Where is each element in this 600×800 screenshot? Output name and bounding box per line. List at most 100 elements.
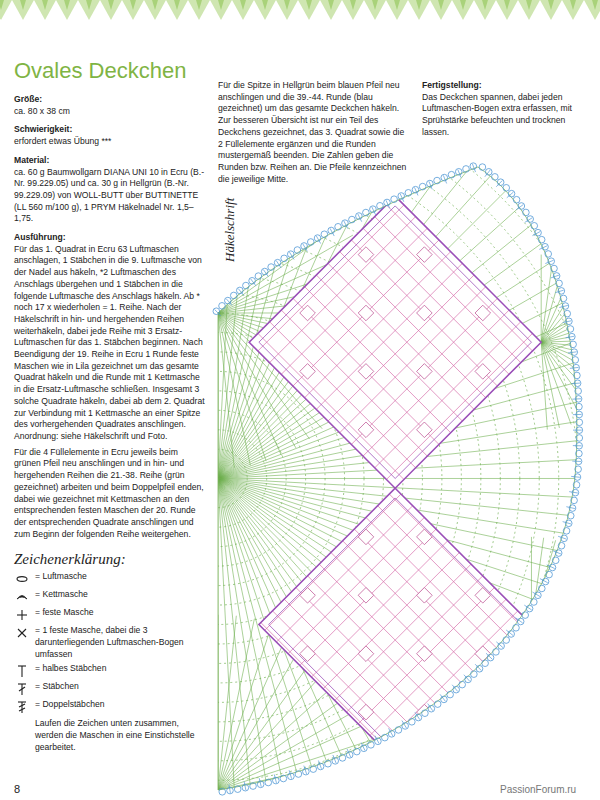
border-leaf <box>0 0 4 10</box>
symbol-stroke <box>19 704 25 707</box>
mesh-hole <box>358 529 374 545</box>
fan-line <box>531 625 600 634</box>
border-leaf <box>386 0 408 20</box>
edging-stitch <box>571 383 580 385</box>
grid-line <box>267 496 540 769</box>
fan-line <box>218 478 240 800</box>
border-leaf <box>592 0 598 10</box>
fan-line <box>541 293 600 342</box>
stitch-symbol <box>14 572 30 586</box>
edging-loop <box>219 303 226 310</box>
edging-stitch <box>475 664 481 670</box>
edging-stitch <box>215 309 221 315</box>
edging-stitch <box>400 194 404 202</box>
fan-line <box>218 313 234 468</box>
stitch-symbol <box>14 700 30 714</box>
legend-text: = halbes Stäbchen <box>35 663 206 675</box>
edging-stitch <box>563 522 571 524</box>
symbol-stroke <box>18 629 26 637</box>
grid-line <box>313 132 600 424</box>
border-leaf <box>108 0 114 10</box>
grid-line <box>348 97 600 389</box>
legend-row: = Stäbchen <box>14 681 206 696</box>
border-leaf <box>562 0 584 20</box>
grid-line <box>197 249 489 541</box>
edging-loop <box>482 660 489 667</box>
fan-line <box>531 625 537 712</box>
grid-line <box>325 554 598 800</box>
edging-stitch <box>330 228 334 236</box>
border-leaf <box>174 0 180 10</box>
fan-line <box>218 790 219 800</box>
edging-loop <box>574 372 581 379</box>
blue-edging <box>213 163 583 795</box>
edging-loop <box>545 251 552 258</box>
grid-line <box>267 179 559 471</box>
grid-line <box>243 190 535 482</box>
edging-stitch <box>569 492 578 493</box>
grid-line <box>360 307 600 599</box>
edging-loop <box>349 216 356 223</box>
grid-line <box>298 449 571 722</box>
fan-line <box>531 586 600 624</box>
edging-loop <box>353 748 360 755</box>
edging-stitch <box>289 770 291 778</box>
border-leaf <box>364 0 386 20</box>
grid-line <box>337 566 600 800</box>
fan-round <box>0 138 559 800</box>
border-leaf <box>144 0 166 20</box>
fan-line <box>531 544 567 624</box>
grid-line <box>380 368 600 641</box>
border-leaf <box>430 0 452 20</box>
symbol-stroke <box>17 577 27 582</box>
edging-loop <box>307 239 314 246</box>
body-text: Das Deckchen spannen, dabei jeden Luftma… <box>422 92 592 139</box>
stitch-symbol <box>14 608 30 622</box>
legend-row: = Luftmasche <box>14 571 206 586</box>
border-leaf <box>570 0 576 10</box>
grid-line <box>185 414 458 687</box>
fan-line <box>218 736 385 790</box>
border-leaf <box>218 0 224 10</box>
legend-text: = feste Masche <box>35 607 206 619</box>
border-leaf <box>34 0 56 20</box>
edging-loop <box>295 771 302 778</box>
legend-heading: Zeichenerklärung: <box>14 550 206 568</box>
grid-line <box>372 319 600 611</box>
edging-stitch <box>304 766 307 774</box>
edging-stitch <box>485 170 490 177</box>
edging-stitch <box>415 712 420 719</box>
fan-line <box>218 790 272 800</box>
edging-stitch <box>274 774 276 782</box>
edging-stitch <box>506 630 513 635</box>
mesh-hole <box>475 646 491 662</box>
edging-loop <box>382 734 389 741</box>
symbol-stroke <box>17 615 27 616</box>
fan-line <box>531 625 561 707</box>
edging-loop <box>234 786 241 793</box>
stitch-symbol <box>14 682 30 696</box>
legend-row: = feste Masche <box>14 607 206 622</box>
edge-guide <box>218 167 577 790</box>
grid-line <box>348 578 600 800</box>
fan-line <box>218 754 389 790</box>
grid-line <box>150 379 423 652</box>
edging-stitch <box>263 270 268 277</box>
grid-line <box>290 519 563 792</box>
fan-line <box>541 255 542 343</box>
grid-line <box>216 531 489 800</box>
grid-line <box>313 260 600 552</box>
edging-loop <box>552 557 559 564</box>
edging-loop <box>448 171 455 178</box>
grid-line <box>255 484 528 757</box>
mesh-hole <box>358 247 374 263</box>
edging-stitch <box>361 743 365 751</box>
fan-round <box>0 79 600 800</box>
mesh-hole <box>358 364 374 380</box>
border-leaf <box>86 0 92 10</box>
section-heading: Material: <box>14 155 206 167</box>
grid-line <box>372 601 600 800</box>
edging-stitch <box>402 721 407 728</box>
edging-loop <box>471 671 478 678</box>
legend-row: = 1 feste Masche, dabei die 3 darunterli… <box>14 625 206 660</box>
